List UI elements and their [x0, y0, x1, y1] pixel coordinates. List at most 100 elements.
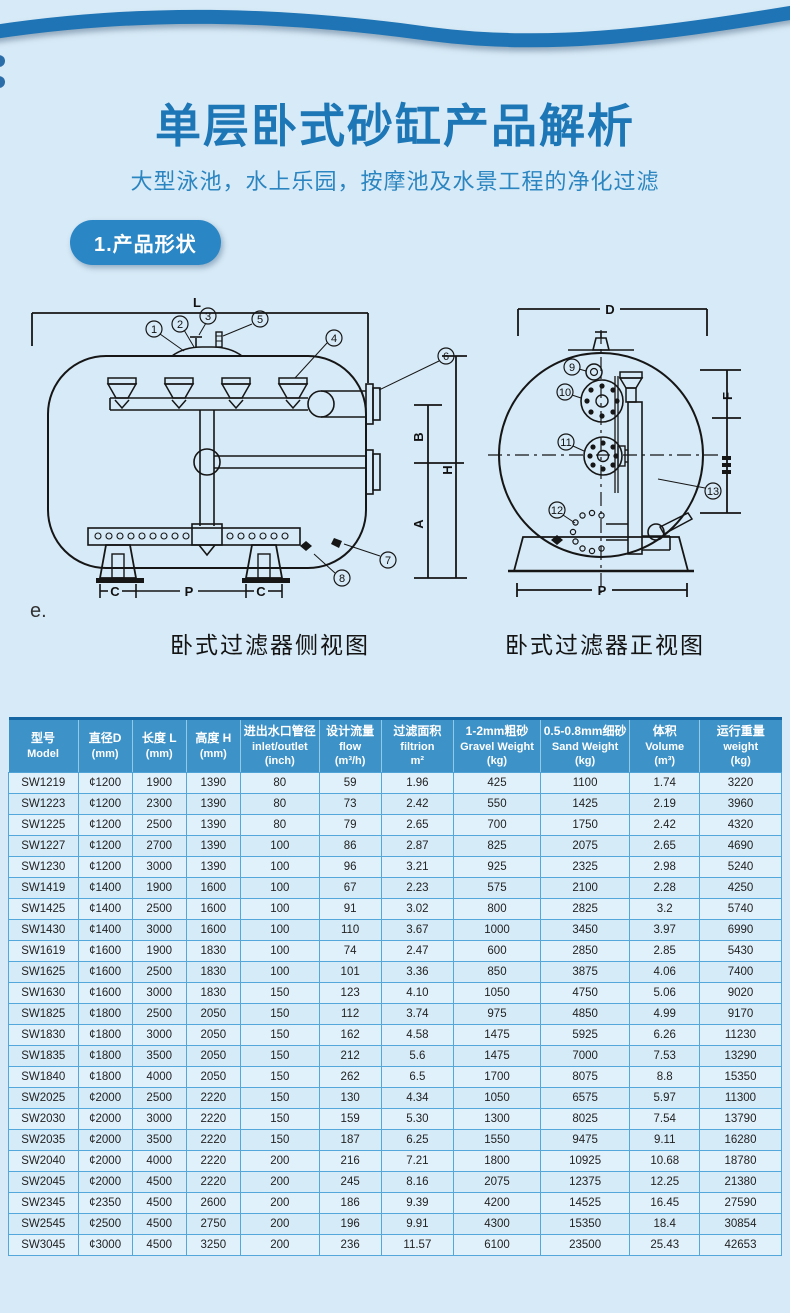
table-cell: 3450	[539, 919, 631, 942]
table-cell: 2.19	[629, 793, 700, 816]
table-cell: 150	[239, 1003, 320, 1026]
table-cell: SW1630	[8, 982, 79, 1005]
table-cell: SW1425	[8, 898, 79, 921]
table-cell: 216	[318, 1150, 382, 1173]
table-cell: 16280	[699, 1129, 782, 1152]
table-cell: 2300	[131, 793, 187, 816]
table-cell: 1800	[453, 1150, 541, 1173]
svg-text:1: 1	[151, 324, 157, 336]
svg-text:H: H	[440, 465, 455, 474]
svg-text:F: F	[720, 392, 735, 400]
table-cell: 4690	[699, 835, 782, 858]
table-cell: 100	[239, 898, 320, 921]
table-cell: SW1430	[8, 919, 79, 942]
table-cell: ¢1600	[77, 940, 133, 963]
table-cell: 1050	[453, 982, 541, 1005]
callout-10: 10	[556, 383, 582, 401]
drain-fittings	[300, 538, 342, 551]
table-cell: 8.16	[380, 1171, 455, 1194]
middle-outlet-pipe	[193, 448, 381, 495]
column-header: 直径D(mm)	[77, 718, 133, 774]
table-cell: 1000	[453, 919, 541, 942]
table-cell: 2220	[185, 1171, 241, 1194]
table-cell: 5.97	[629, 1087, 700, 1110]
front-view-caption: 卧式过滤器正视图	[505, 632, 705, 658]
table-cell: 9020	[699, 982, 782, 1005]
table-cell: 5740	[699, 898, 782, 921]
table-cell: 212	[318, 1045, 382, 1068]
table-cell: 1300	[453, 1108, 541, 1131]
table-cell: SW1625	[8, 961, 79, 984]
table-cell: ¢1800	[77, 1045, 133, 1068]
table-cell: 6.25	[380, 1129, 455, 1152]
table-cell: 2050	[185, 1045, 241, 1068]
table-cell: 9.11	[629, 1129, 700, 1152]
table-cell: ¢2000	[77, 1129, 133, 1152]
table-cell: 1830	[185, 961, 241, 984]
support-legs	[96, 544, 290, 583]
table-cell: 7.54	[629, 1108, 700, 1131]
table-cell: 80	[239, 814, 320, 837]
table-cell: 5925	[539, 1024, 631, 1047]
table-cell: SW1419	[8, 877, 79, 900]
table-cell: 101	[318, 961, 382, 984]
table-cell: 2.65	[629, 835, 700, 858]
table-cell: 16.45	[629, 1192, 700, 1215]
table-cell: 575	[453, 877, 541, 900]
side-callouts: 1 2 3 5 4 6 7 8	[145, 307, 455, 587]
table-cell: 30854	[699, 1213, 782, 1236]
svg-text:C: C	[110, 584, 120, 599]
table-cell: 187	[318, 1129, 382, 1152]
table-cell: 5.6	[380, 1045, 455, 1068]
dimension-BAH: B A H	[411, 355, 467, 579]
table-cell: 850	[453, 961, 541, 984]
table-cell: 11.57	[380, 1234, 455, 1257]
table-cell: 425	[453, 772, 541, 795]
table-cell: 18.4	[629, 1213, 700, 1236]
table-cell: 5240	[699, 856, 782, 879]
tank-outline	[47, 331, 367, 569]
table-cell: 1700	[453, 1066, 541, 1089]
svg-text:4: 4	[331, 333, 337, 345]
table-cell: 150	[239, 982, 320, 1005]
table-cell: 200	[239, 1150, 320, 1173]
table-cell: 4200	[453, 1192, 541, 1215]
table-cell: 25.43	[629, 1234, 700, 1257]
table-cell: 3.67	[380, 919, 455, 942]
callout-13: 13	[657, 478, 722, 500]
table-cell: SW1230	[8, 856, 79, 879]
svg-text:6: 6	[443, 351, 449, 363]
svg-text:13: 13	[707, 486, 719, 498]
table-cell: 1900	[131, 877, 187, 900]
table-cell: 3.21	[380, 856, 455, 879]
table-cell: 1100	[539, 772, 631, 795]
table-cell: 100	[239, 919, 320, 942]
svg-text:L: L	[193, 295, 201, 310]
table-cell: 79	[318, 814, 382, 837]
table-cell: 2.87	[380, 835, 455, 858]
table-cell: 130	[318, 1087, 382, 1110]
svg-text:P: P	[598, 583, 607, 598]
svg-text:2: 2	[177, 319, 183, 331]
tank-end-circle	[488, 330, 722, 593]
table-cell: 96	[318, 856, 382, 879]
table-cell: 200	[239, 1192, 320, 1215]
table-cell: 262	[318, 1066, 382, 1089]
table-cell: 7400	[699, 961, 782, 984]
table-cell: 3000	[131, 856, 187, 879]
callout-2: 2	[171, 315, 195, 348]
table-cell: 1550	[453, 1129, 541, 1152]
table-cell: 2700	[131, 835, 187, 858]
table-cell: 13790	[699, 1108, 782, 1131]
table-cell: 7000	[539, 1045, 631, 1068]
table-cell: 3500	[131, 1045, 187, 1068]
